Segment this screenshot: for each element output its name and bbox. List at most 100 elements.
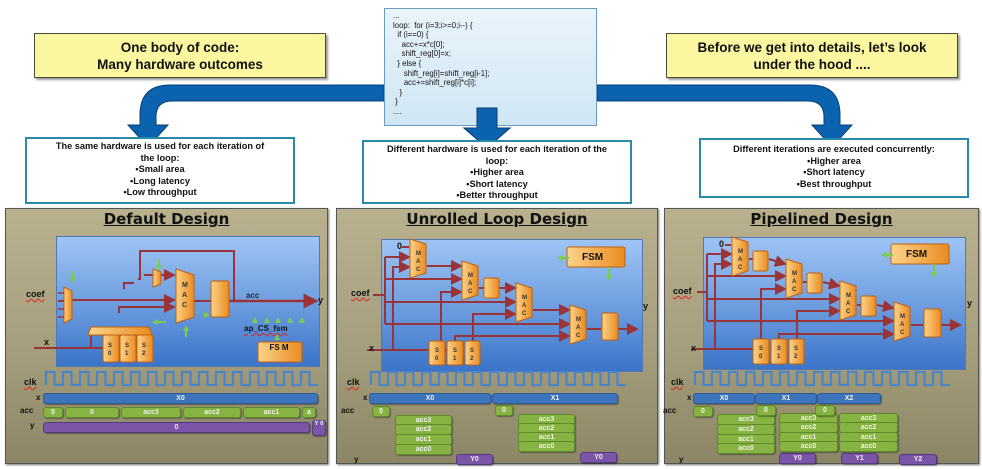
svg-text:2: 2 <box>470 356 474 362</box>
ap-cs-fsm-label: ap_CS_fsm <box>244 324 288 333</box>
fsm-block <box>257 341 303 363</box>
svg-text:S: S <box>777 346 781 352</box>
acc-bar: 0 <box>495 405 513 416</box>
coef-label: coef <box>351 288 370 298</box>
svg-text:M: M <box>738 249 743 255</box>
x-bar: X2 <box>817 393 881 404</box>
x-bar: X0 <box>43 393 318 404</box>
shift-reg-s1 <box>446 340 464 366</box>
svg-text:S: S <box>470 348 474 354</box>
y-bar: Y0 <box>580 452 617 463</box>
panel-pipelined-design: Pipelined Design <box>663 208 979 465</box>
code-line: } else { <box>393 58 422 68</box>
pipelined-schematic: MAC MAC MAC MAC S0 S1 S2 <box>691 236 962 365</box>
svg-text:S: S <box>794 346 798 352</box>
pipeline-register <box>860 295 877 317</box>
acc-bar: 0 <box>756 405 776 416</box>
description-bullet: •Low throughput <box>123 187 197 198</box>
arrow-middle-overlay <box>462 107 512 149</box>
zero-input-label: 0 <box>397 241 403 251</box>
coef-label: coef <box>26 289 45 299</box>
clk-label: clk <box>24 377 37 387</box>
description-pipelined: Different iterations are executed concur… <box>699 138 969 198</box>
svg-text:C: C <box>416 267 421 273</box>
svg-text:C: C <box>182 302 187 309</box>
clk-label: clk <box>671 377 684 387</box>
acc-bar: 0 <box>65 407 119 418</box>
svg-text:A: A <box>416 259 421 265</box>
y-timing-label: y <box>679 455 684 464</box>
svg-text:2: 2 <box>794 354 798 360</box>
wire <box>123 282 134 289</box>
code-box: ... loop: for (i=3;i>=0;i--) { if (i==0)… <box>384 8 597 126</box>
svg-text:A: A <box>182 292 187 299</box>
description-bullet: •Higher area <box>807 155 861 166</box>
svg-text:C: C <box>846 309 851 315</box>
mac-unit <box>569 304 587 345</box>
x-bar: X0 <box>369 393 491 404</box>
panel-title: Unrolled Loop Design <box>406 210 588 228</box>
y-bar: Y2 <box>899 454 937 465</box>
code-line: } <box>393 97 398 107</box>
acc-bar: acc0 <box>779 441 838 452</box>
svg-text:0: 0 <box>759 354 763 360</box>
svg-text:A: A <box>738 257 743 263</box>
acc-bar: acc1 <box>243 407 300 418</box>
output-register <box>601 312 619 341</box>
callout-right-line2: under the hood .... <box>753 56 871 72</box>
fsm-label: FS M <box>269 343 289 352</box>
svg-text:1: 1 <box>453 356 457 362</box>
mac-unit <box>175 268 195 324</box>
shift-reg-s2 <box>464 340 481 366</box>
description-bullet: •Better throughput <box>456 190 538 201</box>
mac-unit <box>893 301 911 342</box>
code-line: } <box>393 87 403 97</box>
svg-text:C: C <box>792 287 797 293</box>
shift-reg-s0 <box>428 340 446 366</box>
acc-bar: acc0 <box>717 443 775 454</box>
description-title: Different hardware is used for each iter… <box>386 144 608 154</box>
acc-bar: acc3 <box>121 407 181 418</box>
y-bar: 0 <box>43 422 310 433</box>
y-bar: Y1 <box>841 453 878 464</box>
fsm-label: FSM <box>582 252 604 263</box>
shift-reg-s1 <box>770 338 788 365</box>
code-line: ... <box>393 11 400 20</box>
wire <box>118 301 176 313</box>
svg-text:M: M <box>522 295 527 301</box>
description-bullet: •Short latency <box>466 178 528 189</box>
acc-timing-label: acc <box>20 406 34 415</box>
svg-text:M: M <box>846 293 851 299</box>
svg-text:S: S <box>142 343 146 349</box>
description-default: The same hardware is used for each itera… <box>25 137 295 204</box>
x-timing-label: x <box>687 393 692 402</box>
code-line: loop: for (i=3;i>=0;i--) { <box>393 20 473 30</box>
x-label: x <box>691 343 697 353</box>
pipeline-register <box>806 272 823 294</box>
coef-label: coef <box>673 286 692 296</box>
shift-reg-s2 <box>788 338 805 365</box>
acc-timing-label: acc <box>663 406 677 415</box>
pipeline-register <box>752 250 769 272</box>
description-bullet: •Higher area <box>470 167 524 178</box>
wire <box>34 335 92 349</box>
svg-text:M: M <box>576 317 581 323</box>
svg-text:C: C <box>468 289 473 295</box>
acc-bar: acc0 <box>839 441 898 452</box>
coef-mux <box>63 286 73 324</box>
y-bar: Y 0 <box>312 420 326 436</box>
y-bar: Y0 <box>456 454 493 465</box>
description-bullet: •Best throughput <box>796 178 872 189</box>
code-line: .... <box>393 106 402 116</box>
svg-text:A: A <box>576 325 581 331</box>
callout-left-line2: Many hardware outcomes <box>97 56 263 72</box>
code-line: acc+=shift_reg[i]*c[i]; <box>393 78 477 88</box>
acc-bar: 0 <box>372 406 390 417</box>
svg-text:M: M <box>900 314 905 320</box>
control-arrows <box>70 259 305 340</box>
description-title: The same hardware is used for each itera… <box>55 141 265 151</box>
acc-mux <box>152 268 162 288</box>
mac-unit <box>731 236 749 277</box>
code-line: shift_reg[0]=x; <box>393 49 451 59</box>
svg-text:C: C <box>576 333 581 339</box>
